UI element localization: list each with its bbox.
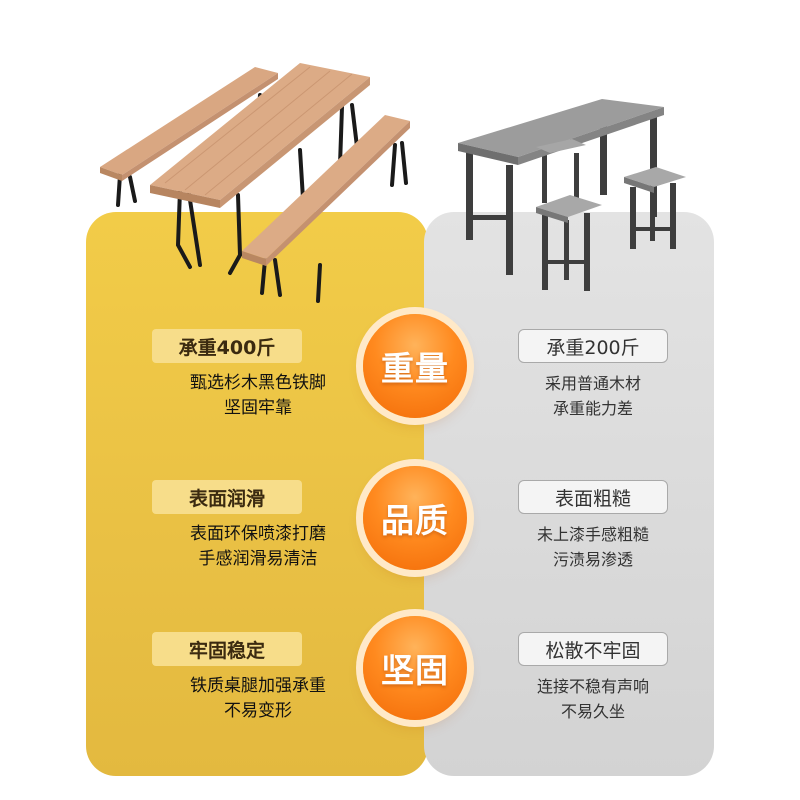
left-desc-quality: 表面环保喷漆打磨 手感润滑易清洁 [190, 524, 326, 569]
right-desc-sturdy: 连接不稳有声响 不易久坐 [536, 677, 649, 721]
left-desc-sturdy: 铁质桌腿加强承重 不易变形 [190, 676, 326, 721]
left-desc-weight: 甄选杉木黑色铁脚 坚固牢靠 [190, 373, 326, 418]
left-title-quality: 表面润滑 [152, 480, 302, 514]
wood-table-bench-set-image [100, 63, 410, 303]
badge-weight: 重量 [363, 314, 467, 418]
left-title-sturdy: 牢固稳定 [152, 632, 302, 666]
badge-sturdy: 坚固 [363, 616, 467, 720]
right-title-weight: 承重200斤 [518, 329, 668, 363]
right-desc-quality: 未上漆手感粗糙 污渍易渗透 [536, 525, 649, 569]
right-title-quality: 表面粗糙 [518, 480, 668, 514]
left-title-weight: 承重400斤 [152, 329, 302, 363]
right-title-sturdy: 松散不牢固 [518, 632, 668, 666]
grey-bar-table-stools-image [458, 99, 686, 291]
badge-quality: 品质 [363, 466, 467, 570]
right-desc-weight: 采用普通木材 承重能力差 [544, 374, 641, 418]
